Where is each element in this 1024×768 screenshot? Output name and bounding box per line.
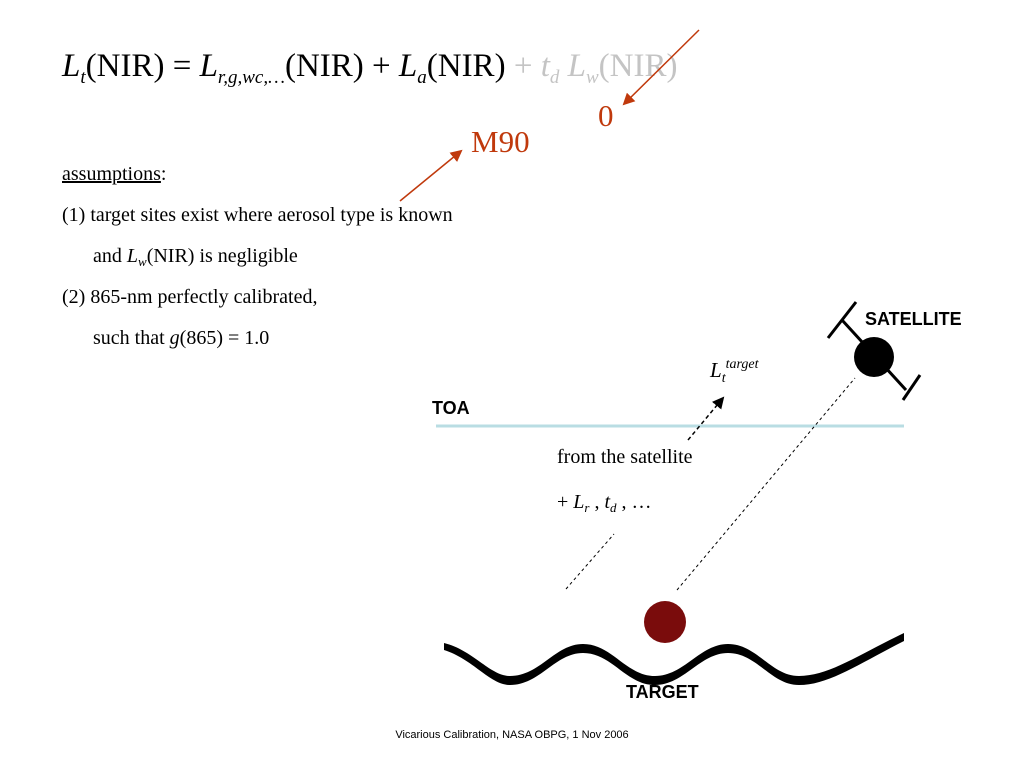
assumption-2-line-1: (2) 865-nm perfectly calibrated, (62, 286, 318, 308)
satellite-end-top (826, 301, 858, 339)
water-term-argument: (NIR) (598, 48, 678, 84)
lr-symbol: L (573, 491, 585, 513)
term2-subscript: a (417, 67, 427, 88)
assumptions-heading-text: assumptions (62, 163, 161, 185)
radiance-equation: Lt(NIR) = Lr,g,wc,…(NIR) + La(NIR) + td … (62, 44, 677, 88)
lt-target-superscript: target (725, 357, 759, 372)
assumption-1-line-2: and Lw(NIR) is negligible (93, 243, 298, 269)
lr-subscript: r (584, 500, 590, 515)
target-label: TARGET (626, 682, 699, 702)
satellite-end-bottom (901, 374, 922, 401)
lw-subscript: w (585, 67, 599, 88)
path-terms-label: + Lr , td , … (557, 491, 652, 514)
terms-tail: , … (616, 491, 652, 513)
lhs-argument: (NIR) = (85, 48, 200, 84)
satellite-body (854, 337, 894, 377)
assumptions-colon: : (160, 163, 167, 185)
satellite-label: SATELLITE (865, 309, 962, 329)
lt-subscript: t (80, 67, 86, 88)
slide-footer: Vicarious Calibration, NASA OBPG, 1 Nov … (395, 729, 629, 741)
lt-target-symbol: L (710, 358, 722, 382)
target-to-satellite-ray (676, 377, 856, 591)
assumption-1-suffix: (NIR) is negligible (146, 245, 298, 267)
plus-prefix: + (557, 491, 574, 513)
lw-subscript-text: w (138, 254, 147, 269)
toa-label: TOA (432, 398, 470, 418)
g-symbol: g (169, 327, 180, 349)
ocean-surface-wave (444, 633, 904, 685)
m90-annotation: M90 (471, 124, 530, 159)
lt-symbol: L (62, 48, 81, 84)
lw-symbol-text: L (126, 245, 139, 267)
zero-annotation: 0 (598, 98, 614, 133)
assumption-2-line-2: such that g(865) = 1.0 (93, 325, 269, 351)
from-satellite-label: from the satellite (557, 446, 693, 468)
lt-target-arrow (687, 396, 725, 441)
zero-arrow (622, 29, 700, 106)
sky-scatter-ray (565, 533, 615, 590)
td-symbol: t (540, 48, 550, 84)
assumption-2-suffix: (865) = 1.0 (179, 327, 270, 349)
target-marker (644, 601, 686, 643)
m90-arrow (399, 149, 463, 202)
lt-target-label: Lttarget (710, 357, 759, 386)
lw-symbol: L (567, 48, 586, 84)
assumption-1-line-1: (1) target sites exist where aerosol typ… (62, 204, 453, 226)
water-term: + td Lw(NIR) (513, 48, 678, 87)
assumption-1-prefix: and (93, 245, 127, 267)
assumptions-heading: assumptions: (62, 161, 166, 187)
term1-symbol: L (199, 48, 218, 84)
water-term-plus: + (513, 48, 541, 84)
term1-argument: (NIR) + (284, 48, 399, 84)
term1-subscript: r,g,wc,… (217, 67, 285, 88)
term2-symbol: L (398, 48, 418, 84)
assumption-2-prefix: such that (93, 327, 170, 349)
td-subscript: d (549, 67, 560, 88)
term2-argument: (NIR) (426, 48, 514, 84)
terms-separator: , (589, 491, 605, 513)
td-path-symbol: t (604, 491, 611, 513)
lt-target-subscript: t (721, 371, 726, 386)
td-path-subscript: d (610, 500, 617, 515)
